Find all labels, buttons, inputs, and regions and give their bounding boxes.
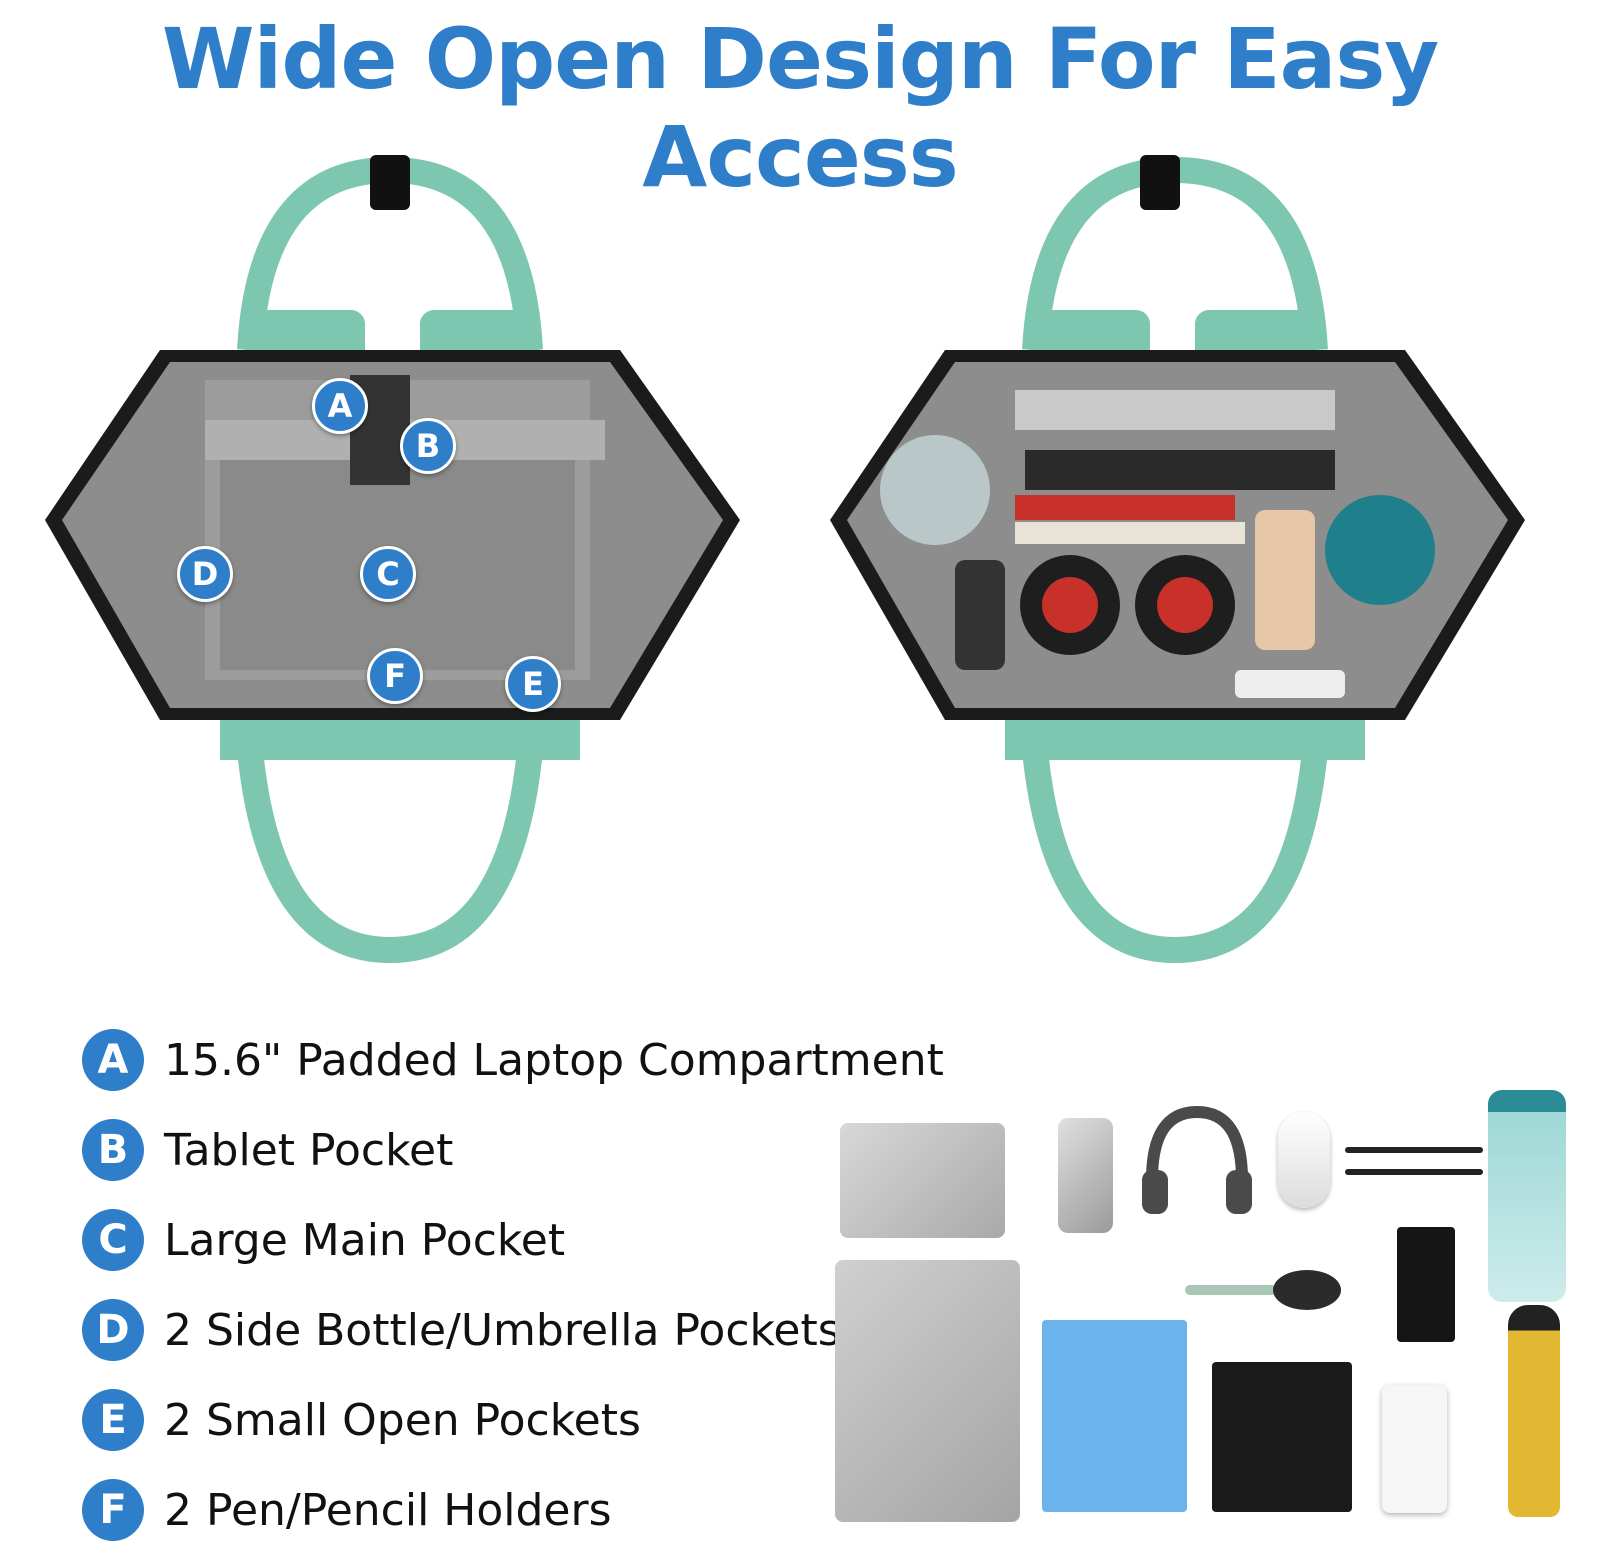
- pens-image: [1345, 1143, 1483, 1179]
- feature-item-a: A 15.6" Padded Laptop Compartment: [82, 1015, 944, 1105]
- folder-image: [1042, 1320, 1187, 1512]
- feature-label-d: 2 Side Bottle/Umbrella Pockets: [164, 1304, 841, 1356]
- callout-badge-b: B: [400, 418, 456, 474]
- filled-backpack-photo: [815, 150, 1545, 970]
- headphones-image: [1138, 1100, 1256, 1218]
- feature-label-b: Tablet Pocket: [164, 1124, 454, 1176]
- feature-badge-a: A: [82, 1029, 144, 1091]
- feature-label-c: Large Main Pocket: [164, 1214, 566, 1266]
- wallet-image: [1397, 1227, 1455, 1342]
- feature-item-f: F 2 Pen/Pencil Holders: [82, 1465, 944, 1555]
- feature-badge-e: E: [82, 1389, 144, 1451]
- callout-badge-d: D: [177, 546, 233, 602]
- callout-badge-a: A: [312, 378, 368, 434]
- feature-label-e: 2 Small Open Pockets: [164, 1394, 641, 1446]
- empty-backpack-photo: [30, 150, 760, 970]
- page-title: Wide Open Design For Easy Access: [161, 10, 1439, 206]
- mouse-image: [1278, 1112, 1330, 1208]
- tablet-image: [840, 1123, 1005, 1238]
- feature-badge-f: F: [82, 1479, 144, 1541]
- water-bottle-image: [1488, 1090, 1566, 1302]
- notebook-image: [1212, 1362, 1352, 1512]
- feature-badge-c: C: [82, 1209, 144, 1271]
- callout-badge-e: E: [505, 656, 561, 712]
- feature-item-c: C Large Main Pocket: [82, 1195, 944, 1285]
- feature-badge-d: D: [82, 1299, 144, 1361]
- feature-item-d: D 2 Side Bottle/Umbrella Pockets: [82, 1285, 944, 1375]
- callout-badge-f: F: [367, 648, 423, 704]
- umbrella-image: [1508, 1305, 1560, 1517]
- feature-label-f: 2 Pen/Pencil Holders: [164, 1484, 612, 1536]
- phone-image: [1058, 1118, 1113, 1233]
- laptop-image: [835, 1260, 1020, 1522]
- feature-legend: A 15.6" Padded Laptop Compartment B Tabl…: [82, 1015, 944, 1555]
- brush-image: [1185, 1268, 1343, 1312]
- feature-item-e: E 2 Small Open Pockets: [82, 1375, 944, 1465]
- feature-badge-b: B: [82, 1119, 144, 1181]
- power-bank-image: [1382, 1385, 1447, 1513]
- callout-badge-c: C: [360, 546, 416, 602]
- feature-item-b: B Tablet Pocket: [82, 1105, 944, 1195]
- feature-label-a: 15.6" Padded Laptop Compartment: [164, 1034, 944, 1086]
